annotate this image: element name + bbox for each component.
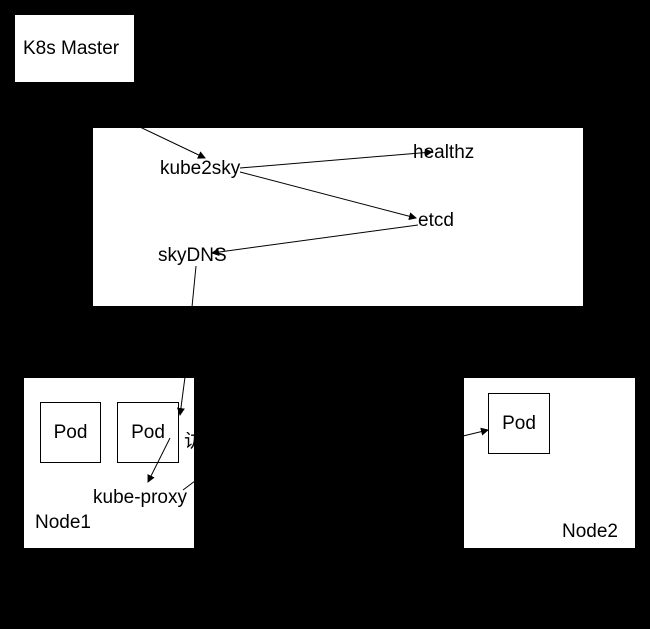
healthz-label: healthz [413,142,475,163]
kube-proxy-label: kube-proxy [93,488,187,507]
node1-pod-2: Pod [117,402,179,463]
node2-pod-label: Pod [502,412,536,434]
etcd-label: etcd [418,210,454,231]
node1-label: Node1 [35,512,91,533]
node1-pod-1-label: Pod [53,421,88,443]
k8s-master-box: K8s Master [14,14,135,83]
node2-label: Node2 [562,521,618,542]
dns-group-box [92,127,584,307]
k8s-master-label: K8s Master [23,38,120,59]
access-char-label: 访 [184,432,194,451]
kube2sky-label: kube2sky [160,158,241,179]
node1-pod-2-label: Pod [131,421,165,443]
skydns-label: skyDNS [158,245,227,266]
node1-pod-1: Pod [40,402,101,463]
node2-pod: Pod [488,393,550,454]
